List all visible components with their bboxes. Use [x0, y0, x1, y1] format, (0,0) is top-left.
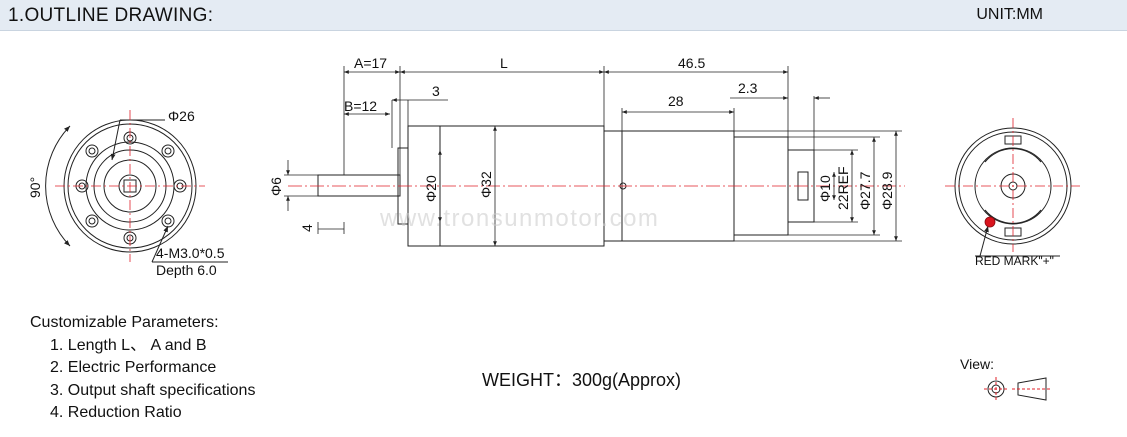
param-item: 4. Reduction Ratio — [50, 404, 182, 421]
hole-spec-label: 4-M3.0*0.5 — [156, 245, 225, 261]
header-bar: 1.OUTLINE DRAWING: UNIT:MM — [0, 0, 1127, 31]
phi27-7-label: Φ27.7 — [857, 171, 873, 210]
param-item: 3. Output shaft specifications — [50, 381, 256, 399]
dim-4-label: 4 — [299, 224, 315, 232]
dim-b-label: B=12 — [344, 98, 377, 114]
dim-28-label: 28 — [668, 93, 684, 109]
dim-3-label: 3 — [432, 83, 440, 99]
dim-46-5-label: 46.5 — [678, 55, 705, 71]
angle-label: 90° — [27, 177, 43, 198]
param-item: 2. Electric Performance — [50, 359, 217, 376]
dimension-lines — [284, 66, 902, 246]
unit-label: UNIT:MM — [976, 6, 1043, 23]
front-view — [45, 119, 228, 263]
phi28-9-label: Φ28.9 — [879, 171, 895, 210]
params-list: 1. Length L、 A and B 2. Electric Perform… — [30, 335, 255, 425]
phi32-label: Φ32 — [478, 171, 494, 198]
params-title: Customizable Parameters: — [30, 314, 219, 331]
red-mark-label: RED MARK"+" — [975, 254, 1054, 268]
mounting-hole — [75, 131, 187, 245]
weight-label: WEIGHT：300g(Approx) — [482, 370, 682, 390]
red-mark-dot — [984, 216, 996, 228]
dim-2-3-label: 2.3 — [738, 80, 758, 96]
drawing-title: 1.OUTLINE DRAWING: — [8, 5, 214, 26]
rear-center-lines — [945, 118, 1080, 252]
phi10-label: Φ10 — [817, 175, 833, 202]
front-center-lines — [55, 110, 205, 262]
hole-depth-label: Depth 6.0 — [156, 262, 217, 278]
projection-view-symbol — [984, 377, 1052, 401]
customizable-parameters: Customizable Parameters: 1. Length L、 A … — [30, 312, 255, 425]
phi20-label: Φ20 — [423, 175, 439, 202]
phi6-label: Φ6 — [268, 177, 284, 196]
dim-l-label: L — [500, 55, 508, 71]
watermark: www.tronsunmotor.com — [379, 205, 659, 232]
dim-a-label: A=17 — [354, 55, 387, 71]
view-label: View: — [960, 356, 994, 372]
param-item: 1. Length L、 A and B — [50, 336, 207, 354]
ref22-label: 22REF — [835, 166, 851, 210]
phi26-label: Φ26 — [168, 108, 195, 124]
